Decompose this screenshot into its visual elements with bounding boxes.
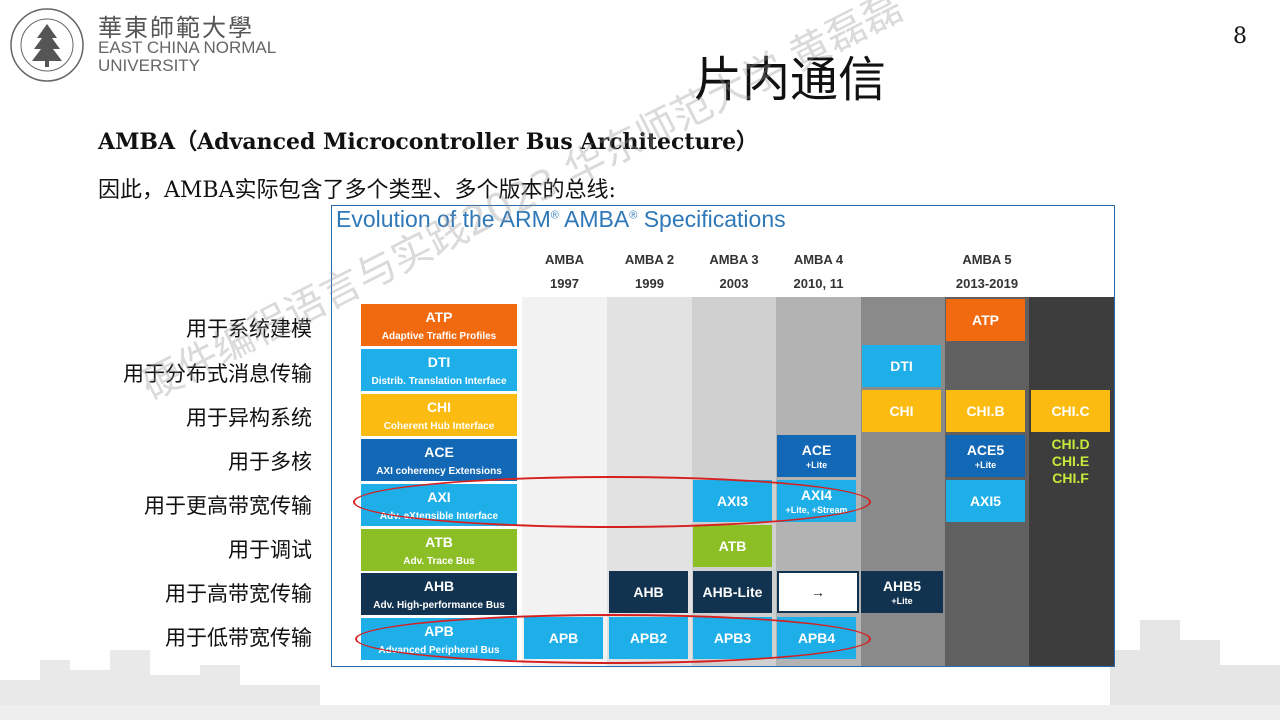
cell-chi-c: CHI.C [1031,390,1110,432]
cell-dti: DTI [862,345,941,387]
slide-subtitle: AMBA（Advanced Microcontroller Bus Archit… [98,129,759,155]
usage-label: 用于高带宽传输 [165,582,312,606]
amba-evolution-figure: Evolution of the ARM® AMBA® Specificatio… [331,205,1115,667]
cell-ahb: AHB [609,571,688,613]
university-name-english-line1: EAST CHINA NORMAL [98,38,277,57]
campus-skyline-background [0,620,1280,720]
page-number: 8 [1233,24,1247,49]
cell-atb: ATB [693,525,772,567]
cell-ace5: ACE5+Lite [946,435,1025,477]
university-name-english-line2: UNIVERSITY [98,56,201,75]
university-name-chinese: 華東師範大學 [98,14,254,42]
figure-title: Evolution of the ARM® AMBA® Specificatio… [336,206,786,232]
cell-chi-b: CHI.B [946,390,1025,432]
cell-arrow: → [777,571,859,613]
cell-apb: APB [524,617,603,659]
cell-chi: CHI [862,390,941,432]
cell-apb2: APB2 [609,617,688,659]
slide-intro-text: 因此，AMBA实际包含了多个类型、多个版本的总线: [98,178,616,203]
usage-label: 用于多核 [228,450,312,474]
usage-label: 用于异构系统 [186,406,312,430]
usage-label: 用于更高带宽传输 [144,494,312,518]
cell-ace: ACE+Lite [777,435,856,477]
cell-apb4: APB4 [777,617,856,659]
cell-axi4: AXI4+Lite, +Stream [777,480,856,522]
usage-label: 用于调试 [228,538,312,562]
cell-ahb5: AHB5+Lite [861,571,943,613]
usage-label: 用于分布式消息传输 [123,362,312,386]
cell-axi3: AXI3 [693,480,772,522]
column-amba-background [522,297,607,666]
chi-later-versions: CHI.D CHI.E CHI.F [1051,436,1090,486]
slide-title: 片内通信 [693,52,886,108]
usage-label: 用于低带宽传输 [165,626,312,650]
cell-apb3: APB3 [693,617,772,659]
right-arrow-icon: → [811,584,825,600]
column-amba5-late-background [1029,297,1114,666]
university-seal-icon [10,8,84,82]
cell-axi5: AXI5 [946,480,1025,522]
cell-atp-amba5: ATP [946,299,1025,341]
usage-label: 用于系统建模 [186,317,312,341]
cell-ahb-lite: AHB-Lite [693,571,772,613]
